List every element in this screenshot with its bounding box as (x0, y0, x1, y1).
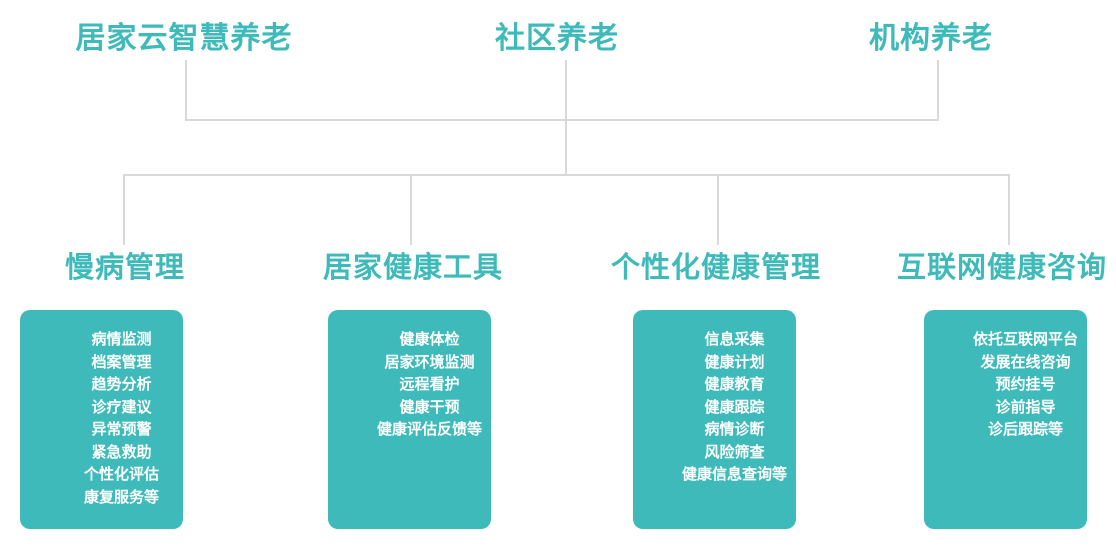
list-item: 健康跟踪 (704, 397, 765, 416)
top-node-community-care: 社区养老 (495, 21, 619, 56)
list-item: 信息采集 (704, 330, 765, 348)
category-box-personal: 信息采集 健康计划 健康教育 健康跟踪 病情诊断 风险筛查 健康信息查询等 (633, 310, 796, 529)
list-item: 健康评估反馈等 (376, 420, 482, 438)
category-title-internet: 互联网健康咨询 (896, 250, 1108, 284)
list-item: 趋势分析 (91, 375, 152, 393)
list-item: 健康体检 (399, 330, 460, 348)
list-item: 健康教育 (704, 375, 765, 393)
list-item: 诊后跟踪等 (987, 420, 1063, 438)
list-item: 风险筛查 (704, 442, 765, 461)
list-item: 诊前指导 (995, 397, 1056, 416)
list-item: 档案管理 (91, 352, 152, 371)
category-box-chronic: 病情监测 档案管理 趋势分析 诊疗建议 异常预警 紧急救助 个性化评估 康复服务… (20, 310, 183, 529)
category-title-home-tools: 居家健康工具 (322, 250, 504, 284)
list-item: 诊疗建议 (91, 397, 152, 416)
list-item: 紧急救助 (91, 442, 152, 461)
list-item: 异常预警 (91, 420, 152, 438)
top-node-institution-care: 机构养老 (869, 21, 993, 56)
list-item: 健康信息查询等 (681, 465, 787, 483)
top-node-home-smart-care: 居家云智慧养老 (75, 21, 293, 56)
list-item: 病情诊断 (704, 420, 765, 438)
list-item: 发展在线咨询 (980, 352, 1071, 371)
category-title-chronic: 慢病管理 (64, 250, 186, 284)
category-box-home-tools: 健康体检 居家环境监测 远程看护 健康干预 健康评估反馈等 (328, 310, 491, 529)
list-item: 个性化评估 (83, 465, 159, 483)
category-title-personal: 个性化健康管理 (610, 250, 822, 284)
list-item: 健康干预 (399, 397, 460, 416)
list-item: 康复服务等 (83, 487, 159, 506)
list-item: 预约挂号 (995, 375, 1056, 393)
category-box-internet: 依托互联网平台 发展在线咨询 预约挂号 诊前指导 诊后跟踪等 (924, 310, 1087, 529)
list-item: 居家环境监测 (384, 352, 475, 371)
list-item: 病情监测 (91, 330, 152, 348)
list-item: 依托互联网平台 (972, 330, 1078, 348)
list-item: 健康计划 (704, 352, 765, 371)
list-item: 远程看护 (399, 375, 460, 393)
